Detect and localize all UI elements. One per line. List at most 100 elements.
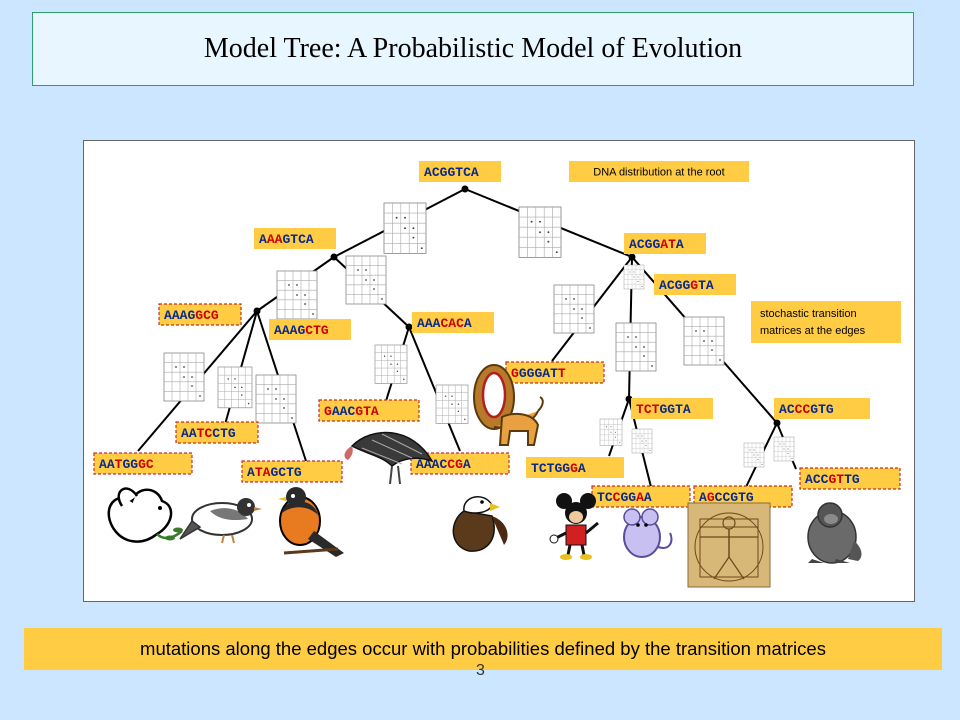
note-matrices-line2: matrices at the edges	[760, 325, 866, 337]
sequence-label-box	[631, 398, 713, 419]
sequence-label-box	[318, 399, 420, 422]
sequence-label-n6: ACGGGTA	[654, 274, 736, 295]
transition-matrix	[683, 316, 725, 366]
page-number: 3	[476, 662, 485, 679]
edge-n5-leaf5	[408, 326, 461, 452]
sequence-label-leaf5: AAACCGA	[410, 452, 510, 475]
sequence-label-leaf9: AGCCGTG	[693, 485, 793, 508]
lion-illustration	[473, 364, 544, 446]
sequence-text: AAACCGA	[416, 457, 471, 472]
sequence-text: ACCCGTG	[779, 402, 834, 417]
phylogenetic-tree-diagram: DNA distribution at the root stochastic …	[83, 140, 915, 602]
vulture-illustration	[344, 431, 434, 485]
sequence-text: GGGGATT	[511, 366, 566, 381]
sequence-label-leaf3: ATAGCTG	[241, 460, 343, 483]
transition-matrix	[255, 374, 297, 424]
sequence-label-leaf1: AATGGGC	[93, 452, 193, 475]
sequence-label-box	[654, 274, 736, 295]
node-dot-n5	[405, 323, 413, 331]
sequence-label-box	[419, 161, 501, 182]
transition-matrix	[743, 442, 765, 468]
sequence-text: ACCGTTG	[805, 472, 860, 487]
sequence-label-box	[158, 303, 242, 326]
sequence-label-leaf2: AATCCTG	[175, 421, 259, 444]
title-box: Model Tree: A Probabilistic Model of Evo…	[32, 12, 914, 86]
sequence-text: GAACGTA	[324, 404, 379, 419]
caption-box: mutations along the edges occur with pro…	[24, 628, 942, 670]
node-dots	[253, 185, 781, 427]
sequence-label-n4: AAAGCTG	[269, 319, 351, 340]
node-dot-n2	[628, 253, 636, 261]
note-matrices-line1: stochastic transition	[760, 308, 857, 320]
vitruvian-man-illustration	[687, 502, 771, 588]
note-root-text: DNA distribution at the root	[593, 167, 724, 179]
sequence-label-box	[410, 452, 510, 475]
sequence-label-n1: AAAGTCA	[254, 228, 336, 249]
node-dot-n8	[773, 419, 781, 427]
mickey-illustration	[549, 493, 599, 560]
sequence-label-n5: AAACACA	[412, 312, 494, 333]
transition-matrix	[217, 366, 253, 409]
dove-illustration	[107, 487, 183, 543]
node-dot-n3	[253, 307, 261, 315]
sequence-text: ACGGTCA	[424, 165, 479, 180]
transition-matrix	[435, 384, 469, 424]
eagle-illustration	[452, 496, 508, 552]
sequence-label-box	[526, 457, 624, 478]
sequence-text: ACGGGTA	[659, 278, 714, 293]
sequence-text: AAAGCTG	[274, 323, 329, 338]
transition-matrix	[599, 418, 623, 446]
sequence-label-box	[412, 312, 494, 333]
sequence-label-box	[241, 460, 343, 483]
transition-matrix	[163, 352, 205, 402]
sequence-label-box	[624, 233, 706, 254]
sequence-label-leaf4: GAACGTA	[318, 399, 420, 422]
robin-illustration	[278, 487, 344, 557]
sequence-text: ATAGCTG	[247, 465, 302, 480]
sequence-label-box	[269, 319, 351, 340]
node-dot-n7	[625, 395, 633, 403]
sequence-label-n8: ACCCGTG	[774, 398, 870, 419]
sequence-label-box	[799, 467, 901, 490]
sequence-text: AAAGGCG	[164, 308, 219, 323]
transition-matrix	[623, 264, 645, 290]
sequence-label-leaf8: TCCGGAA	[591, 485, 691, 508]
transition-matrix	[553, 284, 595, 334]
sequence-text: AAAGTCA	[259, 232, 314, 247]
sequence-text: AATCCTG	[181, 426, 236, 441]
note-transition-matrices: stochastic transition matrices at the ed…	[751, 301, 901, 343]
sequence-label-box	[774, 398, 870, 419]
sequence-label-n2: ACGGATA	[624, 233, 706, 254]
node-dot-root	[461, 185, 469, 193]
sequence-text: AAACACA	[417, 316, 472, 331]
sequence-label-root: ACGGTCA	[419, 161, 501, 182]
sequence-text: TCCGGAA	[597, 490, 652, 505]
transition-matrix	[518, 206, 562, 258]
page-title: Model Tree: A Probabilistic Model of Evo…	[203, 33, 743, 64]
mouse-illustration	[623, 508, 673, 558]
sequence-label-n7: TCTGGTA	[631, 398, 713, 419]
transition-matrix	[374, 344, 408, 384]
sequence-label-leaf10: ACCGTTG	[799, 467, 901, 490]
sequence-label-box	[175, 421, 259, 444]
sequence-text: ACGGATA	[629, 237, 684, 252]
sequence-text: AGCCGTG	[699, 490, 754, 505]
sequence-text: TCTGGGA	[531, 461, 586, 476]
tree-svg: DNA distribution at the root stochastic …	[93, 161, 901, 588]
node-dot-n1	[330, 253, 338, 261]
sequence-label-leaf7: TCTGGGA	[526, 457, 624, 478]
sequence-label-box	[93, 452, 193, 475]
sequence-text: AATGGGC	[99, 457, 154, 472]
transition-matrix	[773, 436, 795, 462]
transition-matrix	[615, 322, 657, 372]
caption-text: mutations along the edges occur with pro…	[140, 638, 826, 659]
transition-matrix	[631, 428, 653, 454]
sequence-label-box	[254, 228, 336, 249]
gorilla-illustration	[807, 502, 862, 564]
sequence-label-n3: AAAGGCG	[158, 303, 242, 326]
sequence-text: TCTGGTA	[636, 402, 691, 417]
sequence-label-leaf6: GGGGATT	[505, 361, 605, 384]
transition-matrix	[276, 270, 318, 320]
sequence-labels: ACGGTCA AAAGTCA ACGGATA AAAGGCG AAAGCTG AAACA…	[93, 161, 901, 508]
transition-matrix	[345, 255, 387, 305]
